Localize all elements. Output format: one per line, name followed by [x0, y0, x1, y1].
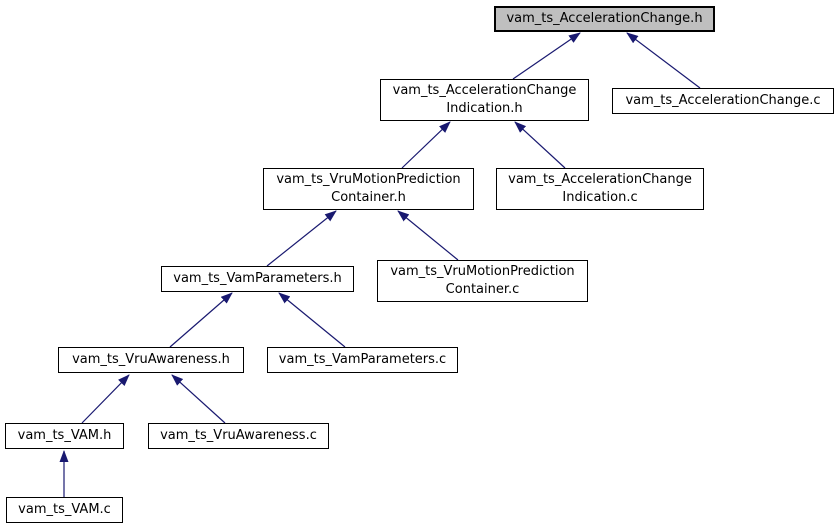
node-vam-ts-vru-awareness-c[interactable]: vam_ts_VruAwareness.c	[148, 423, 329, 449]
edge-accel-ind-h-to-accel-h	[512, 32, 581, 80]
edge-vru-motion-c-to-vru-motion-h	[397, 210, 459, 261]
edge-vam-params-c-to-vam-params-h	[278, 292, 346, 348]
node-vam-ts-acceleration-change-indication-c[interactable]: vam_ts_AccelerationChange Indication.c	[496, 168, 704, 210]
node-vam-ts-vam-parameters-c[interactable]: vam_ts_VamParameters.c	[267, 347, 458, 373]
node-vam-ts-vru-awareness-h[interactable]: vam_ts_VruAwareness.h	[58, 347, 244, 373]
edge-accel-c-to-accel-h	[626, 32, 701, 89]
edge-vru-aware-c-to-vru-aware-h	[171, 374, 226, 424]
edge-vam-h-to-vru-aware-h	[81, 374, 130, 424]
node-vam-ts-vam-c[interactable]: vam_ts_VAM.c	[6, 497, 123, 523]
edge-accel-ind-c-to-accel-ind-h	[514, 121, 566, 169]
edge-vru-motion-h-to-accel-ind-h	[401, 121, 451, 169]
node-vam-ts-vru-motion-prediction-container-c[interactable]: vam_ts_VruMotionPrediction Container.c	[377, 260, 588, 302]
edge-vru-aware-h-to-vam-params-h	[169, 292, 233, 348]
node-vam-ts-acceleration-change-indication-h[interactable]: vam_ts_AccelerationChange Indication.h	[380, 79, 589, 121]
node-vam-ts-vam-parameters-h[interactable]: vam_ts_VamParameters.h	[161, 266, 354, 292]
edge-vam-params-h-to-vru-motion-h	[266, 210, 337, 267]
node-vam-ts-vam-h[interactable]: vam_ts_VAM.h	[5, 423, 124, 449]
node-vam-ts-vru-motion-prediction-container-h[interactable]: vam_ts_VruMotionPrediction Container.h	[263, 168, 474, 210]
node-vam-ts-acceleration-change-h: vam_ts_AccelerationChange.h	[494, 6, 715, 32]
node-vam-ts-acceleration-change-c[interactable]: vam_ts_AccelerationChange.c	[612, 88, 834, 114]
